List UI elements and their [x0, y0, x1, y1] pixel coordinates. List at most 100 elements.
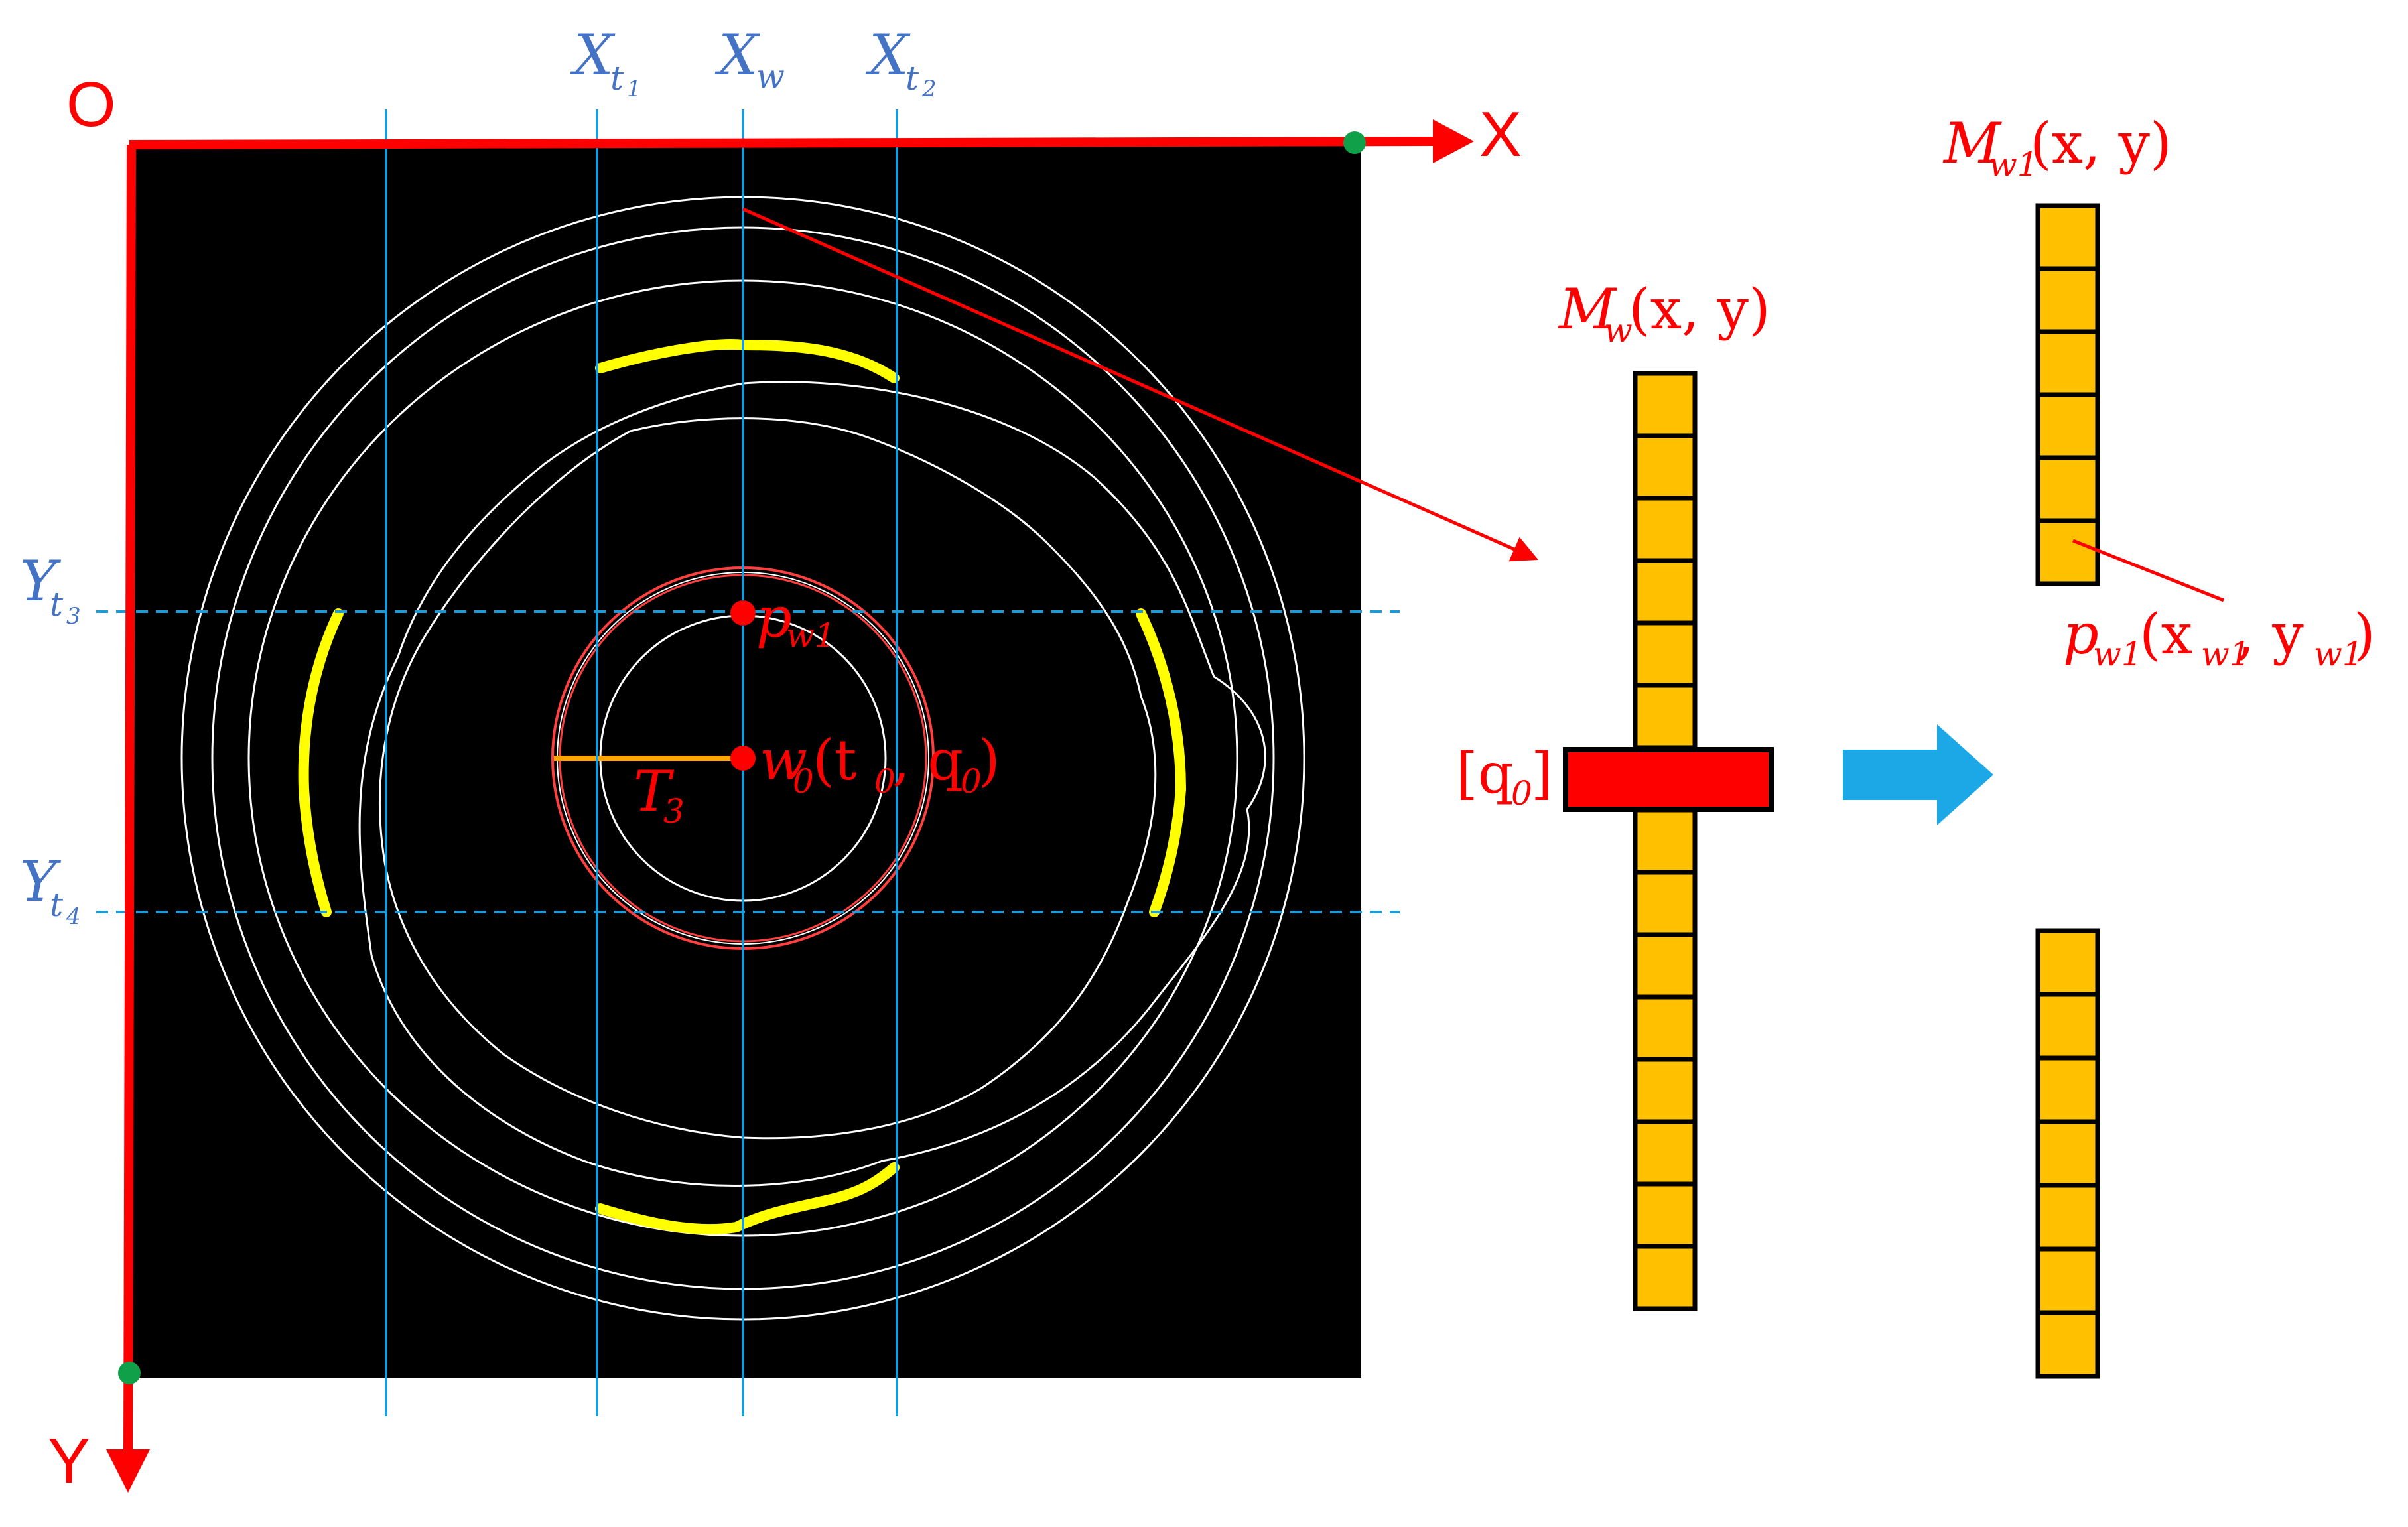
matrix-cell [1633, 1119, 1698, 1187]
point-pw1 [730, 600, 756, 626]
matrix-cell [2035, 928, 2100, 997]
svg-text:w: w [760, 728, 807, 793]
y-axis-arrowhead [106, 1449, 150, 1493]
matrix-cell [1633, 496, 1698, 563]
svg-text:t: t [905, 59, 919, 98]
svg-text:X: X [865, 23, 911, 88]
point-w0 [730, 746, 756, 771]
bottom-arc [595, 1162, 900, 1235]
label-mw: M w (x, y) [1558, 277, 1771, 350]
label-pw1-coords: p w1 (x w1 , y w1 ) [2063, 602, 2375, 673]
svg-text:t: t [610, 59, 624, 98]
svg-text:T: T [634, 759, 675, 824]
svg-text:w1: w1 [2093, 635, 2143, 673]
matrix-cell [2035, 518, 2100, 586]
svg-text:]: ] [1531, 741, 1553, 806]
svg-text:t: t [50, 585, 64, 624]
svg-text:): ) [2354, 602, 2375, 667]
label-w0: w 0 (t 0 , q 0 ) [760, 728, 1000, 801]
matrix-cell [1633, 433, 1698, 501]
pointer-line-to-pw1 [2072, 539, 2224, 602]
svg-text:w: w [756, 57, 785, 96]
svg-text:(x, y): (x, y) [1629, 277, 1771, 342]
svg-text:0: 0 [1511, 774, 1532, 813]
matrix-cell [2035, 266, 2100, 334]
svg-text:4: 4 [66, 903, 81, 930]
left-arc [298, 608, 344, 917]
corner-marker-top-right [1343, 131, 1366, 154]
label-mw1: M w1 (x, y) [1942, 111, 2172, 184]
matrix-cell [2035, 392, 2100, 460]
svg-text:(t: (t [813, 728, 857, 793]
x-axis-arrowhead [1433, 119, 1474, 163]
matrix-cell [2035, 1055, 2100, 1124]
svg-text:t: t [50, 886, 64, 924]
svg-text:0: 0 [793, 762, 814, 801]
matrix-cell [2035, 1246, 2100, 1315]
matrix-cell [2035, 455, 2100, 523]
svg-text:(x, y): (x, y) [2030, 111, 2172, 176]
svg-text:, y: , y [2237, 602, 2304, 667]
matrix-cell [1633, 558, 1698, 626]
selected-row-q0 [1563, 747, 1774, 812]
matrix-cell [2035, 992, 2100, 1061]
matrix-cell [1633, 620, 1698, 688]
svg-text:Y: Y [20, 849, 62, 914]
highlight-arcs [298, 339, 1187, 1235]
matrix-cell [2035, 1119, 2100, 1188]
label-q0: [q 0 ] [1456, 741, 1553, 813]
svg-text:M: M [1558, 277, 1617, 342]
svg-text:, q: , q [892, 728, 963, 793]
transform-arrow [1843, 724, 1993, 825]
svg-text:p: p [2063, 602, 2099, 667]
matrix-cell [1633, 371, 1698, 438]
label-xt1: X t 1 [570, 23, 641, 102]
svg-text:w: w [1604, 311, 1633, 350]
svg-text:2: 2 [921, 76, 937, 102]
matrix-cell [2035, 1183, 2100, 1252]
axes [106, 119, 1474, 1493]
svg-text:w1: w1 [1989, 145, 2039, 184]
y-axis-label: Y [48, 1426, 90, 1496]
label-xw: X w [714, 23, 785, 96]
svg-text:[q: [q [1456, 741, 1514, 806]
svg-text:Y: Y [20, 549, 62, 614]
y-axis-line [123, 144, 136, 1457]
matrix-cell [1633, 1244, 1698, 1311]
matrix-cell [2035, 329, 2100, 397]
svg-text:w1: w1 [2314, 635, 2364, 673]
svg-text:p: p [756, 585, 792, 650]
matrix-cell [2035, 203, 2100, 271]
pointer-line-to-mw [742, 207, 1539, 562]
mw-column [1633, 371, 1698, 1311]
label-t3: T 3 [634, 759, 685, 830]
label-xt2: X t 2 [865, 23, 937, 102]
svg-text:w1: w1 [786, 616, 836, 655]
matrix-cell [1633, 807, 1698, 875]
svg-text:0: 0 [874, 762, 896, 801]
svg-text:3: 3 [663, 792, 685, 830]
label-pw1: p w1 [756, 585, 836, 655]
svg-text:M: M [1942, 111, 2002, 176]
label-yt3: Y t 3 [20, 549, 81, 630]
svg-text:X: X [714, 23, 760, 88]
matrix-cell [1633, 870, 1698, 937]
x-axis-line [129, 137, 1440, 149]
mw1-top-column [2035, 203, 2100, 586]
matrix-cell [1633, 683, 1698, 750]
corner-marker-bottom-left [118, 1362, 141, 1384]
horizontal-guides [96, 610, 1400, 913]
matrix-cell [1633, 1057, 1698, 1124]
matrix-cell [1633, 1181, 1698, 1249]
matrix-cell [1633, 994, 1698, 1062]
label-yt4: Y t 4 [20, 849, 81, 930]
x-axis-label: X [1479, 99, 1522, 170]
svg-text:(x: (x [2139, 602, 2192, 667]
mw1-bottom-column [2035, 928, 2100, 1379]
matrix-cell [1633, 932, 1698, 1000]
svg-text:3: 3 [66, 603, 81, 630]
svg-text:w1: w1 [2201, 635, 2251, 673]
svg-text:0: 0 [961, 762, 982, 801]
svg-text:X: X [570, 23, 616, 88]
matrix-cell [2035, 1310, 2100, 1379]
